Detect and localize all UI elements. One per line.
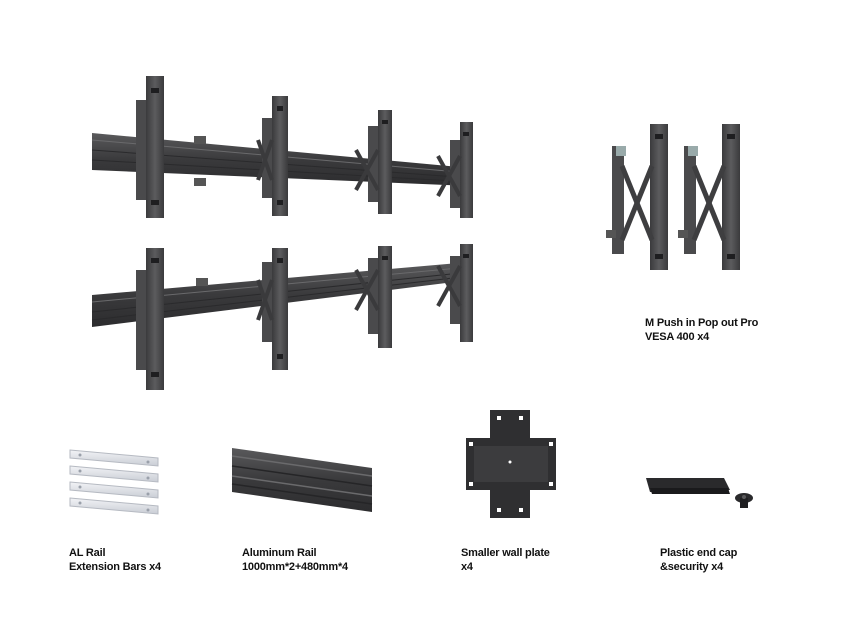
aluminum-rail — [231, 448, 373, 512]
endcap-caption-line1: Plastic end cap — [660, 547, 738, 559]
extension-bars — [69, 449, 159, 515]
plate-caption: Smaller wall plate x4 — [461, 546, 550, 574]
mount-caption-line1: M Push in Pop out Pro — [645, 317, 759, 329]
endcap-caption-line2: &security x4 — [660, 561, 724, 573]
wall-plate — [466, 410, 556, 518]
endcap-caption: Plastic end cap &security x4 — [660, 546, 737, 574]
plate-caption-line1: Smaller wall plate — [461, 547, 550, 559]
rail-caption-line1: Aluminum Rail — [242, 547, 317, 559]
extension-caption-line2: Extension Bars x4 — [69, 561, 161, 573]
security-screw — [735, 493, 753, 508]
top-rail-assembly — [91, 76, 473, 218]
plate-caption-line2: x4 — [461, 561, 473, 573]
push-pop-mount-pair — [606, 124, 740, 270]
mount-caption: M Push in Pop out Pro VESA 400 x4 — [645, 316, 758, 344]
mount-caption-line2: VESA 400 x4 — [645, 331, 710, 343]
extension-caption: AL Rail Extension Bars x4 — [69, 546, 161, 574]
rail-caption: Aluminum Rail 1000mm*2+480mm*4 — [242, 546, 348, 574]
bottom-rail-assembly — [91, 244, 473, 390]
extension-caption-line1: AL Rail — [69, 547, 106, 559]
rail-caption-line2: 1000mm*2+480mm*4 — [242, 561, 348, 573]
end-cap — [646, 478, 730, 494]
